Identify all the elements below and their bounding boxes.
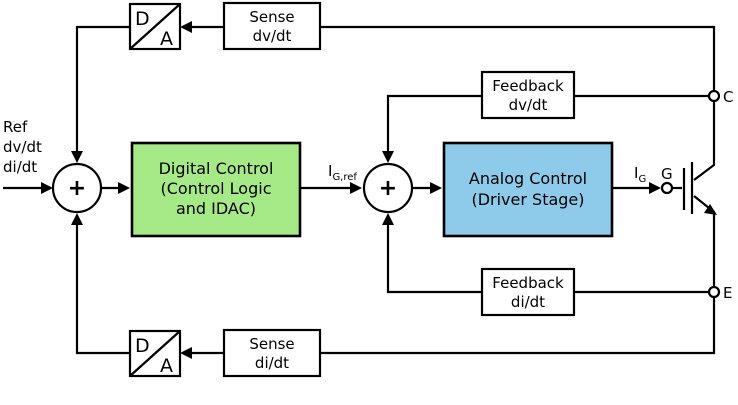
feedback-dv-line1: Feedback (492, 77, 564, 95)
igbt-collector-lead (693, 100, 716, 181)
summing-junction-2 (362, 162, 414, 214)
i-g-ref-sub: G,ref (332, 172, 357, 183)
digital-control-block (130, 141, 302, 238)
arrow-feedback-di-into-sum2 (382, 213, 394, 225)
dac-bottom-d: D (135, 335, 150, 357)
arrow-feedback-dv-into-sum2 (382, 151, 394, 163)
dac-top-a: A (160, 28, 173, 50)
ref-label: Ref (3, 118, 28, 136)
analog-control-line2: (Driver Stage) (471, 190, 584, 209)
arrow-ref-into-sum1 (41, 182, 53, 194)
arrow-into-digital (118, 182, 130, 194)
emitter-label: E (723, 284, 732, 302)
summing-junction-1 (51, 162, 103, 214)
sense-di-line1: Sense (249, 335, 294, 353)
gate-label: G (661, 165, 673, 183)
feedback-di-line2: di/dt (511, 293, 545, 311)
i-g-ref-main: I (328, 162, 332, 180)
arrow-sense-dv-into-dac (180, 21, 192, 33)
feedback-di-box (480, 267, 576, 317)
feedback-di-line1: Feedback (492, 274, 564, 292)
sense-di-box (222, 328, 322, 378)
i-g-ref-label: IG,ref (328, 162, 357, 183)
feedback-di-to-sum2-wire (386, 224, 482, 294)
digital-control-line3: and IDAC) (176, 199, 256, 218)
dac-bottom-a: A (160, 355, 173, 377)
arrow-dac-top-into-sum1 (71, 151, 83, 163)
gate-terminal (660, 181, 674, 195)
sense-di-wire (320, 292, 716, 355)
collector-label: C (723, 88, 733, 106)
dac-top-to-sum1-wire (75, 25, 130, 152)
sense-dv-line2: dv/dt (253, 27, 292, 45)
ref-dv-label: dv/dt (3, 138, 42, 156)
arrow-sense-di-into-dac (180, 347, 192, 359)
dac-top-d: D (135, 8, 150, 30)
collector-terminal (707, 89, 721, 103)
feedback-dv-line2: dv/dt (509, 96, 548, 114)
emitter-terminal (707, 285, 721, 299)
arrow-emitter-igbt (704, 204, 717, 215)
feedback-dv-box (480, 70, 576, 120)
arrow-into-gate (649, 182, 661, 194)
arrow-dac-bottom-into-sum1 (71, 213, 83, 225)
analog-control-block (442, 141, 614, 238)
i-g-main: I (634, 164, 638, 182)
arrow-into-analog (430, 182, 442, 194)
ref-di-label: di/dt (3, 158, 37, 176)
analog-control-line1: Analog Control (469, 169, 587, 188)
sense-dv-line1: Sense (249, 8, 294, 26)
sense-dv-wire (320, 25, 716, 96)
sum1-plus: + (68, 176, 86, 201)
dac-top-diagonal (129, 3, 181, 50)
arrow-into-sum2 (350, 182, 362, 194)
feedback-dv-to-sum2-wire (386, 94, 482, 152)
digital-control-line1: Digital Control (159, 159, 274, 178)
i-g-label: IG (634, 164, 646, 185)
dac-bottom-to-sum1-wire (75, 222, 130, 355)
i-g-sub: G (638, 174, 646, 185)
dac-bottom-diagonal (129, 330, 181, 377)
sense-di-line2: di/dt (255, 354, 289, 372)
sense-dv-box (222, 1, 322, 51)
sum2-plus: + (379, 176, 397, 201)
digital-control-line2: (Control Logic (161, 179, 272, 198)
